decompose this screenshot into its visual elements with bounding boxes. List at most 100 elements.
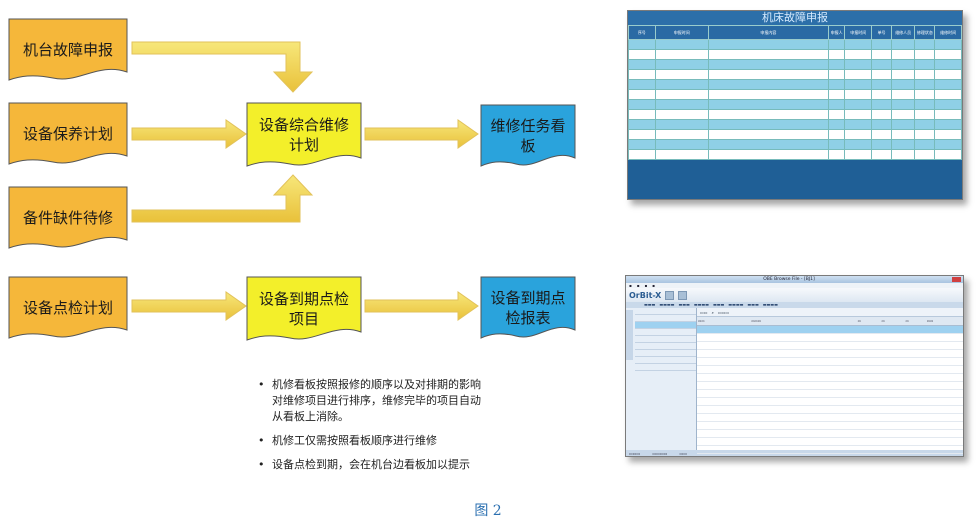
grid-row <box>697 341 963 350</box>
doc-check-items-label: 设备到期点检项目 <box>258 289 349 328</box>
board-row <box>628 99 962 110</box>
doc-check-report-label: 设备到期点检报表 <box>490 288 566 327</box>
ribbon-icon <box>678 290 688 300</box>
board-row <box>628 59 962 70</box>
board-row <box>628 129 962 140</box>
arrow-fault-to-plan <box>131 41 314 93</box>
board-title: 机床故障申报 <box>628 11 962 25</box>
doc-task-board: 维修任务看板 <box>480 104 576 168</box>
doc-comprehensive-plan: 设备综合维修计划 <box>246 102 362 168</box>
grid-row <box>697 437 963 446</box>
grid-row <box>697 357 963 366</box>
grid-row <box>697 389 963 398</box>
doc-fault-report: 机台故障申报 <box>8 18 128 82</box>
arrow-plan-to-board <box>364 119 479 149</box>
notes-list: • 机修看板按照报修的顺序以及对排期的影响对维修项目进行排序，维修完毕的项目自动从… <box>258 377 488 481</box>
board-row <box>628 149 962 160</box>
app-menubar: ▪▪▪▪ <box>629 283 655 288</box>
sidebar-row <box>635 350 696 357</box>
board-header: 序号 <box>628 25 656 40</box>
sidebar-row <box>635 308 696 315</box>
grid-row <box>697 325 963 334</box>
grid-row <box>697 333 963 342</box>
board-row <box>628 49 962 60</box>
bullet-icon: • <box>258 378 265 391</box>
doc-check-report: 设备到期点检报表 <box>480 276 576 340</box>
note-text: 设备点检到期，会在机台边看板加以提示 <box>272 457 470 471</box>
app-body: ▭▭⌕▭▭▭ ▭▭▭▭▭▭▭▭▭▭ <box>626 308 963 456</box>
grid-row <box>697 373 963 382</box>
app-ribbon: OrBit-X <box>626 288 963 302</box>
board-empty-area <box>628 160 962 199</box>
board-screenshot: 机床故障申报 序号 申报时间 申报内容 申报人 申报时间 单号 维修人员 修理状… <box>627 10 963 200</box>
board-header: 申报内容 <box>707 25 829 40</box>
app-screenshot: OBE Browse File - [BJ1] ▪▪▪▪ OrBit-X ▬▬▬… <box>625 275 964 457</box>
arrow-spares-to-plan <box>131 174 314 223</box>
sidebar-row <box>635 329 696 336</box>
doc-spares-waiting: 备件缺件待修 <box>8 186 128 250</box>
doc-check-items: 设备到期点检项目 <box>246 276 362 342</box>
bullet-icon: • <box>258 433 265 447</box>
sidebar-row <box>635 343 696 350</box>
app-tabs: ▬▬▬▬▬▬▬▬▬▬▬▬▬▬▬▬▬▬▬▬▬▬▬▬▬▬▬▬ <box>626 302 963 308</box>
grid-row <box>697 421 963 430</box>
board-header: 维修时间 <box>934 25 962 40</box>
note-item: • 设备点检到期，会在机台边看板加以提示 <box>258 457 488 473</box>
arrow-check-to-items <box>131 291 247 321</box>
grid-row <box>697 381 963 390</box>
note-text: 机修看板按照报修的顺序以及对排期的影响对维修项目进行排序，维修完毕的项目自动从看… <box>272 378 481 423</box>
sidebar-row <box>635 364 696 371</box>
arrow-maintenance-to-plan <box>131 119 247 149</box>
board-row <box>628 109 962 120</box>
bullet-icon: • <box>258 457 265 471</box>
doc-spares-waiting-label: 备件缺件待修 <box>22 208 113 227</box>
board-row <box>628 89 962 100</box>
board-header: 申报人 <box>827 25 846 40</box>
note-item: • 机修看板按照报修的顺序以及对排期的影响对维修项目进行排序，维修完毕的项目自动从… <box>258 377 488 425</box>
board-header: 维修人员 <box>891 25 916 40</box>
app-main: ▭▭⌕▭▭▭ ▭▭▭▭▭▭▭▭▭▭ <box>697 308 963 456</box>
app-grid: ▭▭▭▭▭▭▭▭▭▭ <box>697 317 963 456</box>
board-row <box>628 69 962 80</box>
figure-caption: 图 2 <box>474 503 502 519</box>
board-header: 申报时间 <box>844 25 873 40</box>
grid-row <box>697 429 963 438</box>
doc-fault-report-label: 机台故障申报 <box>22 40 113 59</box>
app-titlebar: OBE Browse File - [BJ1] <box>626 276 963 283</box>
grid-row <box>697 405 963 414</box>
grid-row <box>697 445 963 454</box>
ribbon-icon <box>665 290 675 300</box>
grid-row <box>697 413 963 422</box>
app-window-title: OBE Browse File - [BJ1] <box>763 277 815 282</box>
board-row <box>628 119 962 130</box>
board-row <box>628 79 962 90</box>
close-icon <box>952 277 961 282</box>
doc-check-plan-label: 设备点检计划 <box>22 298 113 317</box>
doc-comprehensive-plan-label: 设备综合维修计划 <box>258 115 349 154</box>
doc-task-board-label: 维修任务看板 <box>490 116 566 155</box>
board-header: 修理状态 <box>914 25 936 40</box>
board-header: 单号 <box>871 25 893 40</box>
doc-check-plan: 设备点检计划 <box>8 276 128 340</box>
sidebar-row <box>635 357 696 364</box>
app-sidebar <box>626 308 697 450</box>
grid-row <box>697 453 963 456</box>
app-filterbar: ▭▭⌕▭▭▭ <box>697 308 963 317</box>
board-row <box>628 139 962 150</box>
note-item: • 机修工仅需按照看板顺序进行维修 <box>258 433 488 449</box>
board-header: 申报时间 <box>654 25 709 40</box>
note-text: 机修工仅需按照看板顺序进行维修 <box>272 433 437 447</box>
grid-row <box>697 365 963 374</box>
doc-maintenance-plan: 设备保养计划 <box>8 102 128 166</box>
doc-maintenance-plan-label: 设备保养计划 <box>22 124 113 143</box>
sidebar-vertical-tab <box>626 310 633 360</box>
board-row <box>628 39 962 50</box>
arrow-items-to-report <box>364 291 479 321</box>
board-table: 序号 申报时间 申报内容 申报人 申报时间 单号 维修人员 修理状态 维修时间 <box>628 25 962 160</box>
sidebar-row <box>635 315 696 322</box>
sidebar-row <box>635 322 696 329</box>
grid-row <box>697 397 963 406</box>
grid-row <box>697 349 963 358</box>
app-logo: OrBit-X <box>629 290 662 300</box>
